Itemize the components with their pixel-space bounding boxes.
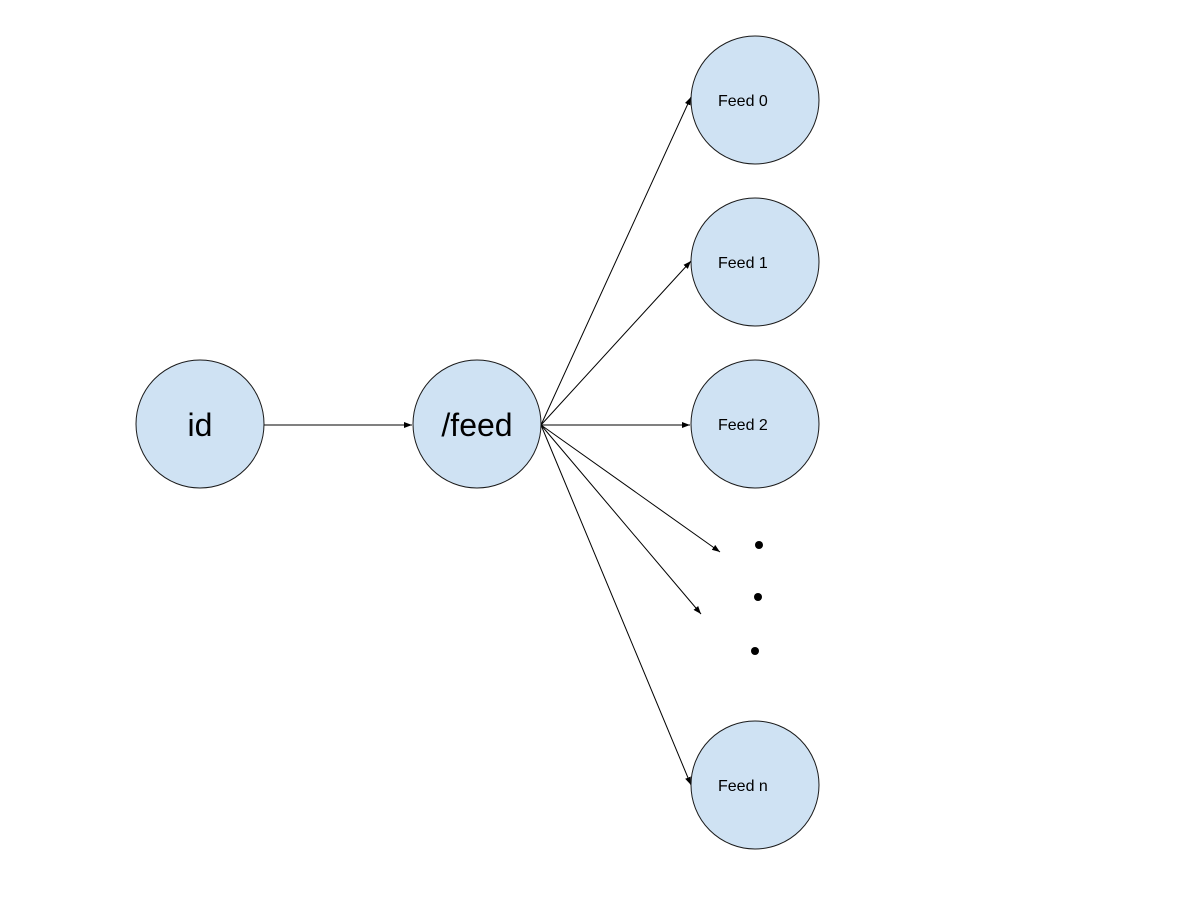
node-feed-0: Feed 0 — [690, 35, 820, 165]
node-id: id — [135, 359, 265, 489]
ellipsis-dot — [755, 541, 763, 549]
node-feed-endpoint: /feed — [412, 359, 542, 489]
edge-feed-to-ellipsis-a — [540, 424, 721, 553]
node-id-label: id — [188, 407, 213, 443]
node-feed-n: Feed n — [690, 720, 820, 850]
edge-feed-to-ellipsis-b — [540, 424, 702, 615]
node-feed-0-label: Feed 0 — [718, 93, 768, 110]
edge-feed-to-feed-n — [540, 424, 692, 786]
node-feed-1-label: Feed 1 — [718, 255, 768, 272]
node-feed-0-circle — [690, 35, 820, 165]
vertical-ellipsis — [751, 541, 763, 655]
ellipsis-dot — [751, 647, 759, 655]
node-feed-n-circle — [690, 720, 820, 850]
node-feed-endpoint-circle — [412, 359, 542, 489]
edge-feed-to-feed-1 — [540, 260, 692, 426]
node-feed-n-label: Feed n — [718, 778, 768, 795]
node-feed-endpoint-label: /feed — [441, 407, 512, 443]
node-feed-1-circle — [690, 197, 820, 327]
node-id-circle — [135, 359, 265, 489]
edge-feed-to-feed-0 — [540, 96, 692, 426]
node-feed-1: Feed 1 — [690, 197, 820, 327]
ellipsis-dot — [754, 593, 762, 601]
node-feed-2-label: Feed 2 — [718, 417, 768, 434]
node-feed-2: Feed 2 — [690, 359, 820, 489]
node-feed-2-circle — [690, 359, 820, 489]
